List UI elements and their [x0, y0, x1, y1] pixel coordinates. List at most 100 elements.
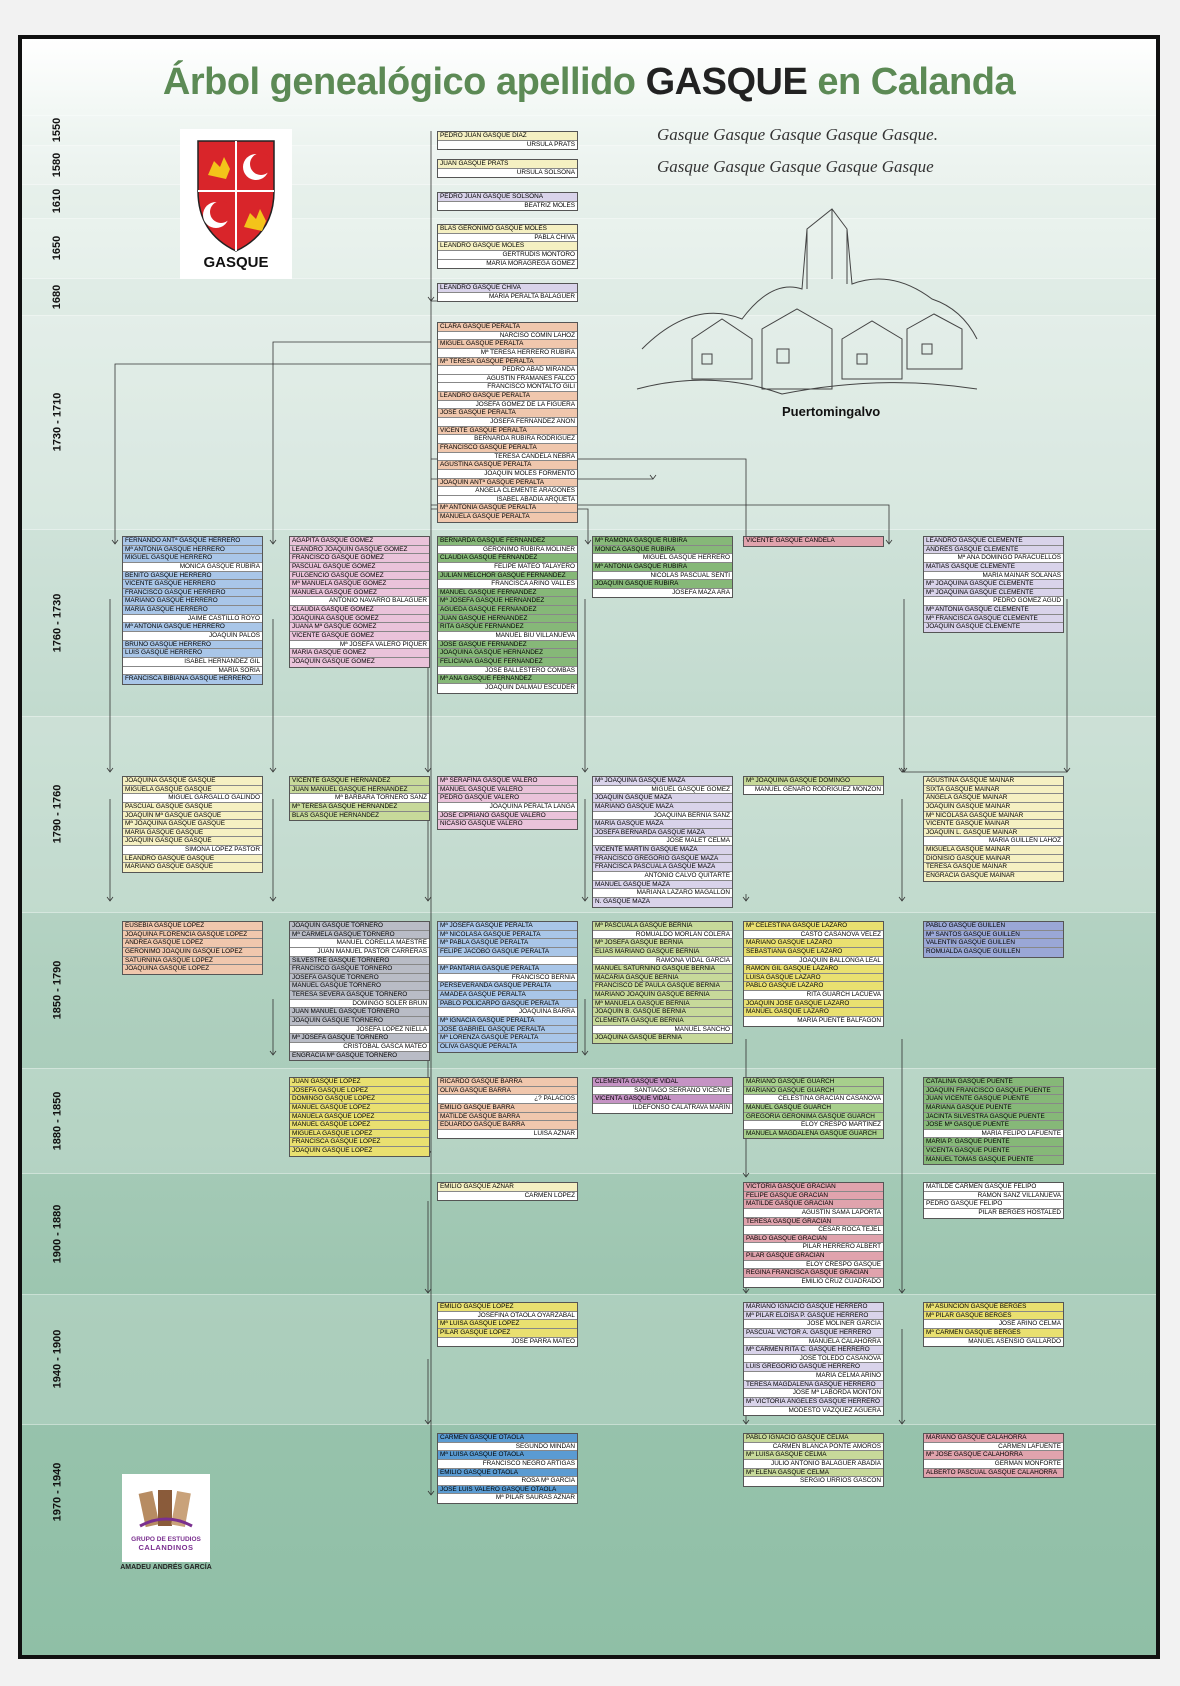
spouse-name: JOAQUÍN MOLÉS FORMENTO	[438, 469, 577, 479]
spouse-name: GERÓNIMO RUBIRA MOLINER	[438, 545, 577, 555]
person-name: Mª LORENZA GASQUE PERALTA	[438, 1034, 577, 1043]
author-name: AMADEU ANDRÉS GARCÍA	[120, 1564, 212, 1571]
person-name: JOAQUÍN Mª GASQUE GASQUE	[123, 811, 262, 821]
spouse-name: JUAN MANUEL PASTOR CARRERAS	[290, 947, 429, 957]
person-name: JUAN GASQUE HERNÁNDEZ	[438, 614, 577, 624]
spouse-name: ANTONIO CALVO QUITARTE	[593, 872, 732, 881]
spouse-name: CRISTÓBAL GASCA MATEO	[290, 1042, 429, 1052]
person-name: FRANCISCO GREGORIO GASQUE MAZA	[593, 854, 732, 864]
spouse-name: ILDEFONSO CALATRAVA MARÍN	[593, 1103, 732, 1113]
spouse-name: ELOY CRESPO GASQUE	[744, 1260, 883, 1270]
person-name: MARIANO GASQUE HERRERO	[123, 597, 262, 607]
person-name: LEANDRO GASQUE MOLÉS	[438, 242, 577, 251]
person-name: JOAQUINA GASQUE GASQUE	[123, 777, 262, 786]
era-band	[22, 1173, 1156, 1295]
spouse-name: CARMEN LÓPEZ	[438, 1191, 577, 1201]
person-name: MANUELA GASQUE LÓPEZ	[290, 1112, 429, 1122]
spouse-name: ¿? PALACIOS	[438, 1095, 577, 1104]
spouse-name: JOSÉ Mª LABORDA MONTÓN	[744, 1389, 883, 1399]
person-name: PILAR GASQUE LÓPEZ	[438, 1328, 577, 1338]
spouse-name: SEGUNDO MINDÁN	[438, 1442, 577, 1452]
arrow-down-icon	[111, 539, 119, 545]
person-name: ENGRACIA GASQUE MAINAR	[924, 872, 1063, 881]
arrow-down-icon	[269, 539, 277, 545]
person-name: CLEMENTA GASQUE VIDAL	[593, 1078, 732, 1087]
person-name: TERESA SEVERA GASQUE TORNERO	[290, 991, 429, 1000]
spouse-name: MARÍA PERALTA BALAGUER	[438, 292, 577, 302]
person-name: BLAS GASQUE HERNÁNDEZ	[290, 811, 429, 821]
person-name: Mª SERAFINA GASQUE VALERO	[438, 777, 577, 786]
spouse-name: SERGIO URRIOS GASCÓN	[744, 1477, 883, 1486]
arrow-down-icon	[424, 896, 432, 902]
person-name: MANUEL SATURNINO GASQUE BERNIA	[593, 965, 732, 974]
spouse-name: JAIME CASTILLO ROYO	[123, 614, 262, 624]
person-name: AGAPITA GASQUE GÓMEZ	[290, 537, 429, 546]
person-name: MANUEL GASQUE LÁZARO	[744, 1008, 883, 1018]
person-name: OLIVA GASQUE BARRA	[438, 1086, 577, 1096]
person-name: FRANCISCO GASQUE GÓMEZ	[290, 554, 429, 563]
spouse-name: CASTO CASANOVA VÉLEZ	[744, 930, 883, 940]
person-name: MATÍAS GASQUE CLEMENTE	[924, 562, 1063, 572]
spouse-name: CARMEN LAFUENTE	[924, 1442, 1063, 1452]
person-name: JUAN GASQUE PRATS	[438, 160, 577, 169]
spouse-name: JOSÉ BALLESTERO COMBAS	[438, 666, 577, 676]
spouse-name: FELIPE MATEO TALAYERO	[438, 562, 577, 572]
person-name: JOAQUÍN JOSÉ GASQUE LÁZARO	[744, 999, 883, 1009]
person-name: Mª TERESA GASQUE PERALTA	[438, 357, 577, 367]
arrow-down-icon	[885, 539, 893, 545]
person-name: Mª JOSÉ GASQUE CALAHORRA	[924, 1451, 1063, 1460]
person-name: JOAQUINA GASQUE LÓPEZ	[123, 965, 262, 974]
person-name: JOAQUÍN GASQUE GASQUE	[123, 837, 262, 847]
person-name: JOAQUINA GASQUE GÓMEZ	[290, 614, 429, 624]
person-name: EMILIO GASQUE BARRA	[438, 1103, 577, 1113]
person-name: PEDRO JUAN GASQUE SOLSONA	[438, 193, 577, 202]
person-name: LEANDRO GASQUE GASQUE	[123, 854, 262, 864]
person-name: JUAN MANUEL GASQUE HERNÁNDEZ	[290, 785, 429, 795]
person-name: SILVESTRE GASQUE TORNERO	[290, 956, 429, 966]
person-name: MANUEL GASQUE LÓPEZ	[290, 1121, 429, 1130]
person-name: JOAQUÍN FRANCISCO GASQUE PUENTE	[924, 1086, 1063, 1096]
person-name: BENITO GASQUE HERRERO	[123, 571, 262, 581]
person-name: MARIANO GASQUE LÁZARO	[744, 939, 883, 948]
person-name: JOSÉ CIPRIANO GASQUE VALERO	[438, 811, 577, 821]
era-band	[22, 115, 1156, 146]
person-name: JOSÉ Mª GASQUE PUENTE	[924, 1121, 1063, 1130]
spouse-name: ANTONIO NAVARRO BALAGUER	[290, 597, 429, 607]
person-name: Mª ANTONIA GASQUE RUBIRA	[593, 562, 732, 572]
person-name: JOSEFA BERNARDA GASQUE MAZA	[593, 828, 732, 838]
person-name: Mª CARMELA GASQUE TORNERO	[290, 930, 429, 940]
spouse-name: GERMÁN MONFORTE	[924, 1459, 1063, 1469]
person-name: ROMUALDA GASQUE GUILLÉN	[924, 947, 1063, 957]
spouse-name: DOMINGO SOLER BRUN	[290, 999, 429, 1009]
arrow-down-icon	[898, 767, 906, 773]
signature-line-1: Gasque Gasque Gasque Gasque Gasque.	[657, 125, 938, 144]
spouse-name: FRANCISCO BERNIA	[438, 973, 577, 983]
person-name: PABLO GASQUE LÁZARO	[744, 982, 883, 992]
spouse-name: FRANCISCO NEGRO ARTIGAS	[438, 1459, 577, 1469]
person-name: DOMINGO GASQUE LÓPEZ	[290, 1095, 429, 1104]
person-name: JOAQUÍN GASQUE TORNERO	[290, 922, 429, 931]
person-name: JUANA Mª GASQUE GÓMEZ	[290, 623, 429, 633]
person-name: ELÍAS MARIANO GASQUE BERNIA	[593, 947, 732, 957]
person-name: MARÍA GASQUE HERRERO	[123, 606, 262, 615]
person-name: JOAQUINA GASQUE BERNIA	[593, 1034, 732, 1043]
person-name: JOAQUINA FLORENCIA GASQUE LÓPEZ	[123, 930, 262, 940]
person-name: MIGUELA GASQUE MAINAR	[924, 846, 1063, 855]
person-name: LEANDRO GASQUE CHIVA	[438, 284, 577, 293]
spouse-name: MARIANA LÁZARO MAGALLÓN	[593, 889, 732, 898]
era-band	[22, 1424, 1156, 1560]
person-name: Mª LUISA GASQUE LÓPEZ	[438, 1320, 577, 1329]
person-name: ÁGUEDA GASQUE FERNÁNDEZ	[438, 606, 577, 615]
